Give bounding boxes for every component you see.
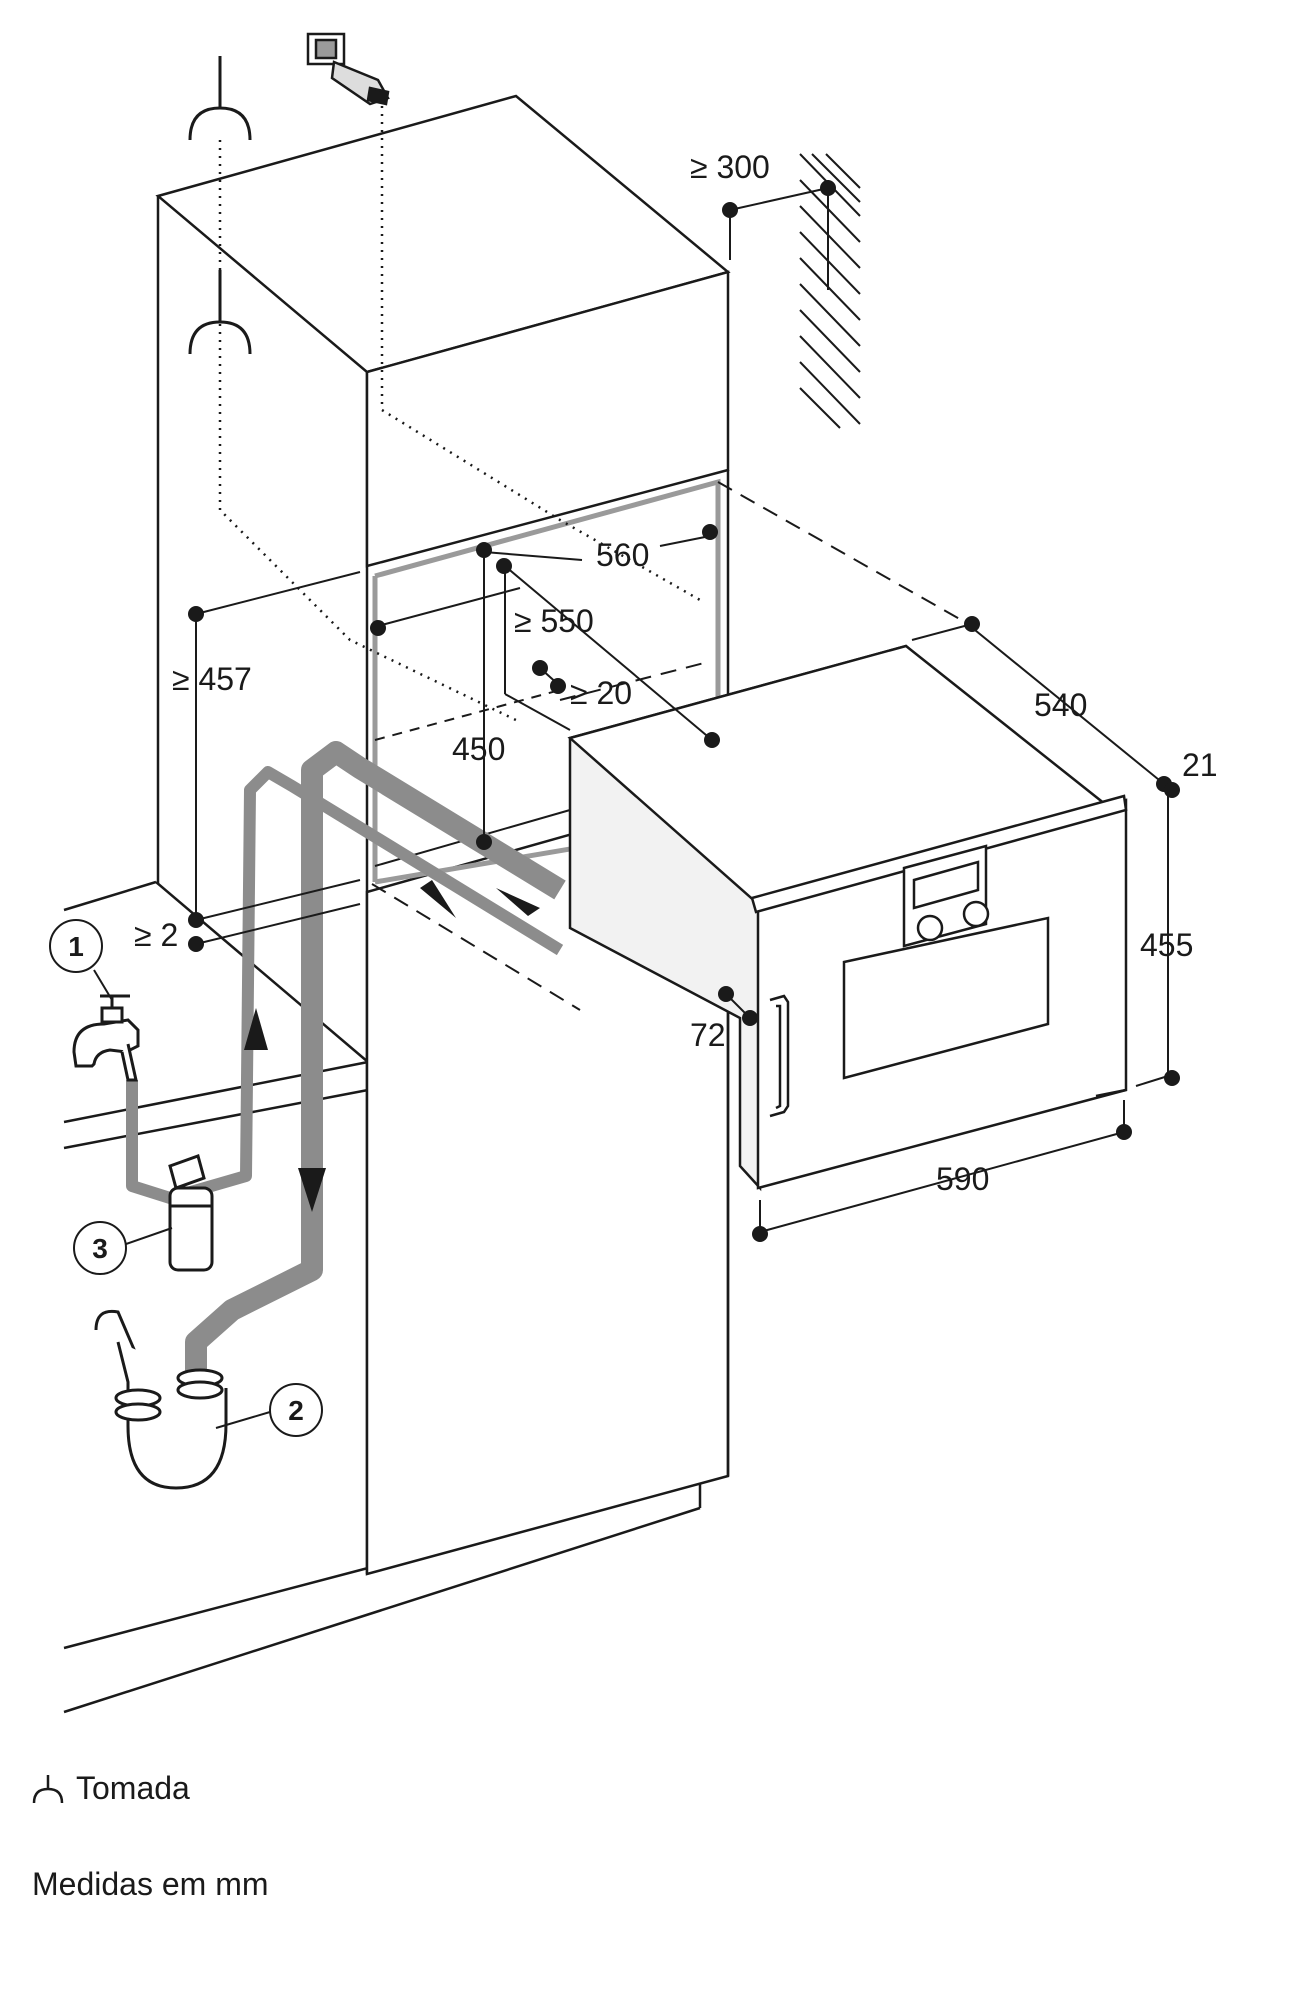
tall-cabinet — [155, 94, 731, 1576]
dim-floor-height: ≥ 457 — [172, 661, 252, 697]
socket-icon-upper — [188, 56, 252, 141]
socket-icon-lower — [188, 270, 252, 355]
drain-siphon-icon — [94, 1309, 228, 1490]
water-tap-icon — [72, 994, 140, 1082]
dimension-lines — [195, 187, 1169, 1233]
flow-in-arrow — [496, 888, 540, 916]
flow-up-arrow — [244, 1008, 268, 1050]
flow-down-arrow — [298, 1168, 326, 1212]
dimension-dots — [188, 180, 1180, 1242]
cable-routes — [218, 90, 701, 724]
wall-hatch — [799, 153, 861, 429]
dim-rear-gap: ≥ 20 — [570, 675, 632, 711]
svg-text:1: 1 — [68, 931, 84, 962]
callout-3: 3 — [73, 1221, 173, 1275]
oven-appliance — [567, 644, 1128, 1192]
drain-pipe — [185, 741, 566, 1380]
dim-niche-height: 450 — [452, 731, 505, 767]
flow-out-arrow — [420, 880, 456, 918]
callout-1: 1 — [49, 919, 113, 1001]
units-note: Medidas em mm — [32, 1866, 269, 1902]
dim-appliance-depth: 540 — [1034, 687, 1087, 723]
svg-text:2: 2 — [288, 1395, 304, 1426]
dimension-labels: ≥ 300 560 ≥ 550 ≥ 20 450 ≥ 457 ≥ 2 540 2… — [134, 149, 1218, 1197]
dim-niche-width: 560 — [596, 537, 649, 573]
water-filter-icon — [168, 1154, 214, 1272]
dim-side-offset: 72 — [690, 1017, 726, 1053]
callout-2: 2 — [215, 1383, 323, 1437]
dim-top-clearance: ≥ 300 — [690, 149, 770, 185]
socket-icon — [32, 1774, 64, 1803]
dim-appliance-height: 455 — [1140, 927, 1193, 963]
legend: Tomada — [30, 1770, 190, 1807]
floor-lines — [63, 1506, 701, 1714]
dim-front-thickness: 21 — [1182, 747, 1218, 783]
network-jack-icon — [306, 32, 390, 106]
water-supply-pipe — [126, 766, 564, 1204]
legend-socket-label: Tomada — [76, 1770, 190, 1806]
legend-socket: Tomada — [30, 1770, 190, 1807]
dim-bottom-gap: ≥ 2 — [134, 917, 178, 953]
dim-appliance-width: 590 — [936, 1161, 989, 1197]
flow-arrows — [244, 880, 540, 1212]
svg-text:3: 3 — [92, 1233, 108, 1264]
dim-niche-depth: ≥ 550 — [514, 603, 594, 639]
extension-lines — [371, 481, 973, 1011]
